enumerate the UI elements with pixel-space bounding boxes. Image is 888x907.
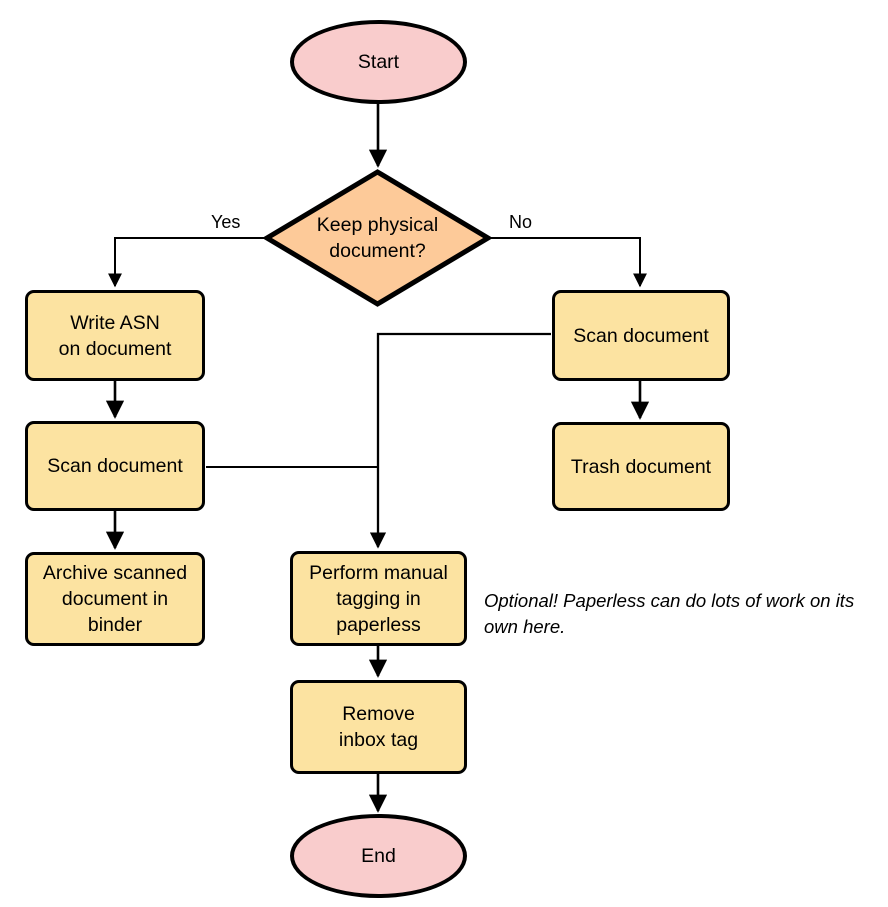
edge-decision-yes-to-write-asn bbox=[108, 237, 264, 288]
node-remove-inbox-tag[interactable]: Remove inbox tag bbox=[290, 680, 467, 774]
node-perform-manual-tagging[interactable]: Perform manual tagging in paperless bbox=[290, 551, 467, 646]
node-manual-tagging-label: Perform manual tagging in paperless bbox=[309, 561, 448, 636]
node-end[interactable]: End bbox=[290, 814, 467, 898]
node-scan-document-right-label: Scan document bbox=[573, 324, 709, 347]
edge-label-yes: Yes bbox=[211, 212, 241, 232]
node-archive-scanned-document[interactable]: Archive scanned document in binder bbox=[25, 552, 205, 646]
node-trash-document-label: Trash document bbox=[570, 455, 712, 478]
node-decision-keep-physical-document[interactable]: Keep physical document? bbox=[264, 169, 491, 307]
edge-label-no: No bbox=[509, 212, 533, 232]
node-archive-label: Archive scanned document in binder bbox=[42, 562, 188, 636]
node-scan-document-left[interactable]: Scan document bbox=[25, 421, 205, 511]
annotation-optional-note: Optional! Paperless can do lots of work … bbox=[484, 590, 855, 637]
node-write-asn-label: Write ASN on document bbox=[58, 311, 172, 360]
node-start[interactable]: Start bbox=[290, 20, 467, 104]
node-end-label: End bbox=[361, 845, 396, 867]
node-scan-document-right[interactable]: Scan document bbox=[552, 290, 730, 381]
node-remove-inbox-label: Remove inbox tag bbox=[338, 703, 419, 751]
node-start-label: Start bbox=[357, 51, 400, 73]
edge-decision-no-to-scan-right bbox=[491, 237, 647, 288]
edge-scan-right-to-manual-tagging bbox=[369, 332, 551, 549]
node-write-asn-on-document[interactable]: Write ASN on document bbox=[25, 290, 205, 381]
node-decision-label: Keep physical document? bbox=[316, 214, 439, 262]
node-trash-document[interactable]: Trash document bbox=[552, 422, 730, 511]
diamond-shape bbox=[264, 169, 491, 307]
node-scan-document-left-label: Scan document bbox=[47, 455, 183, 477]
